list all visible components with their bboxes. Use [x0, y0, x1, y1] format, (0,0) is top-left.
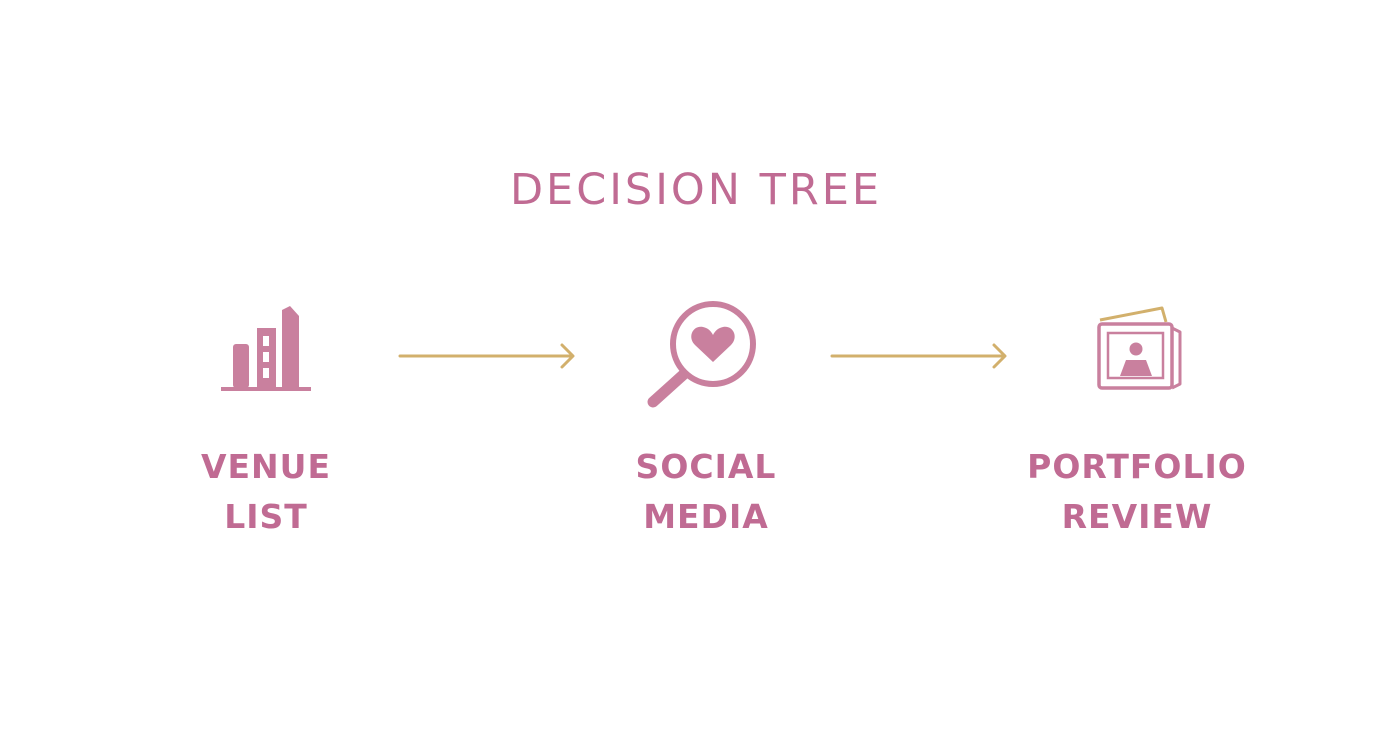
building-short	[233, 344, 249, 388]
album-front	[1097, 322, 1174, 390]
magnifier-handle	[647, 369, 689, 408]
person-head	[1129, 342, 1143, 356]
step-label-line1: VENUE	[200, 447, 332, 486]
magnifier-heart-icon	[647, 301, 756, 408]
step-label-line2: LIST	[224, 497, 308, 536]
photo-frame	[1106, 331, 1165, 380]
step-label-line2: MEDIA	[643, 497, 769, 536]
step-label-social-media: SOCIAL MEDIA	[556, 442, 856, 542]
ground-line	[221, 387, 311, 391]
buildings-icon	[221, 306, 311, 391]
album-spine	[1171, 326, 1182, 390]
diagram-title: DECISION TREE	[509, 165, 883, 215]
step-label-line1: SOCIAL	[635, 447, 777, 486]
step-label-portfolio-review: PORTFOLIO REVIEW	[987, 442, 1287, 542]
photo-album-icon	[1097, 306, 1182, 390]
step-label-line1: PORTFOLIO	[1027, 447, 1247, 486]
arrow-2	[830, 343, 1007, 369]
step-label-line2: REVIEW	[1061, 497, 1213, 536]
album-back-page	[1099, 306, 1168, 323]
step-label-venue-list: VENUE LIST	[116, 442, 416, 542]
building-tall	[282, 306, 299, 388]
person-body	[1120, 360, 1152, 376]
arrow-1	[398, 343, 575, 369]
heart-shape	[691, 326, 735, 362]
